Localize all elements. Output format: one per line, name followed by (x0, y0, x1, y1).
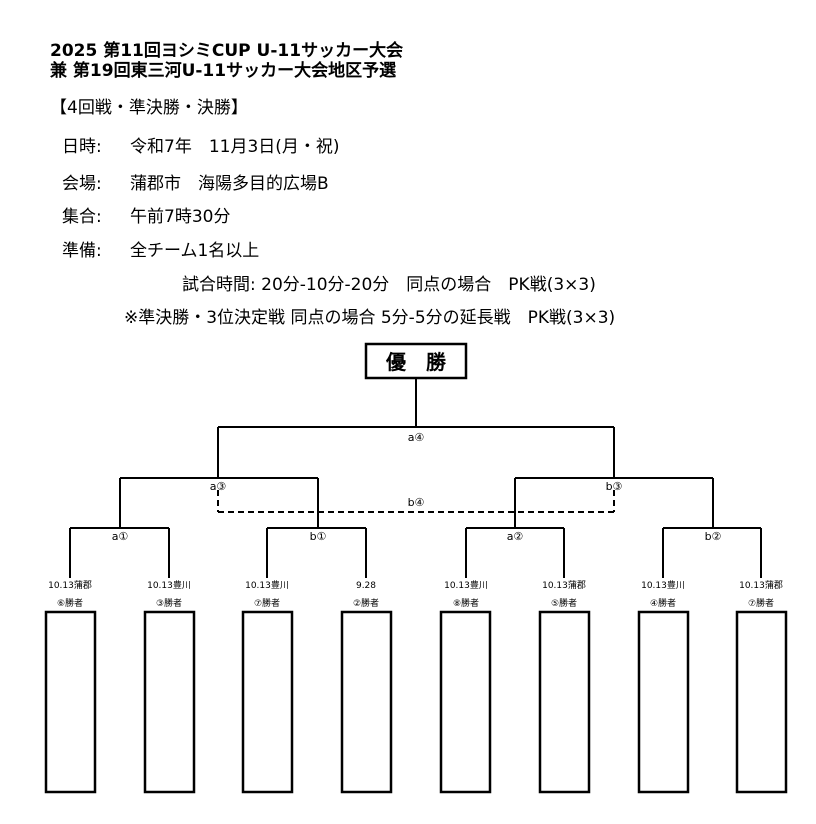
date-value: 令和7年 11月3日(月・祝) (130, 137, 340, 157)
slot-4-winner: ②勝者 (353, 597, 379, 609)
third-place-lines (217, 490, 615, 513)
rule-semifinal: ※準決勝・3位決定戦 同点の場合 5分-5分の延長戦 PK戦(3×3) (124, 308, 616, 328)
final-lines (217, 378, 615, 478)
slot-2-winner: ③勝者 (156, 597, 182, 609)
slot-4-source: 9.28 (356, 581, 376, 591)
quarterfinal-b1-label: b① (310, 530, 327, 543)
date-label: 日時: (62, 137, 102, 157)
champion-box (364, 342, 468, 380)
rule-match-time: 試合時間: 20分-10分-20分 同点の場合 PK戦(3×3) (182, 275, 596, 295)
quarterfinal-a1-label: a① (112, 530, 129, 543)
team-slot-6[interactable] (538, 610, 591, 794)
slot-8-winner: ⑦勝者 (748, 597, 774, 609)
info-prep-row: 準備: 全チーム1名以上 (62, 236, 259, 261)
venue-label: 会場: (62, 174, 102, 194)
gather-value: 午前7時30分 (130, 207, 231, 227)
slot-3-winner: ⑦勝者 (254, 597, 280, 609)
team-slot-1[interactable] (44, 610, 97, 794)
final-match-label: a④ (408, 431, 425, 444)
team-slot-8[interactable] (735, 610, 788, 794)
slot-1-winner: ⑥勝者 (57, 597, 83, 609)
gather-label: 集合: (62, 207, 102, 227)
team-slot-7[interactable] (637, 610, 690, 794)
semifinal-lines (119, 477, 714, 528)
semifinal-b-label: b③ (606, 480, 623, 493)
third-place-label: b④ (408, 496, 425, 509)
team-slot-2[interactable] (143, 610, 196, 794)
info-date-row: 日時: 令和7年 11月3日(月・祝) (62, 132, 340, 157)
info-gather-row: 集合: 午前7時30分 (62, 202, 230, 227)
title-line-1: 2025 第11回ヨシミCUP U-11サッカー大会 (50, 41, 404, 61)
info-venue-row: 会場: 蒲郡市 海陽多目的広場B (62, 169, 329, 194)
title-line-2: 兼 第19回東三河U-11サッカー大会地区予選 (50, 61, 397, 81)
team-slot-3[interactable] (241, 610, 294, 794)
quarterfinal-a2-label: a② (507, 530, 524, 543)
slot-2-source: 10.13豊川 (147, 579, 191, 591)
team-slot-5[interactable] (439, 610, 492, 794)
slot-5-winner: ⑧勝者 (453, 597, 479, 609)
quarterfinal-lines (69, 527, 762, 578)
slot-1-source: 10.13蒲郡 (48, 579, 92, 591)
venue-value: 蒲郡市 海陽多目的広場B (130, 174, 329, 194)
prep-value: 全チーム1名以上 (130, 241, 260, 261)
prep-label: 準備: (62, 241, 102, 261)
champion-label: 優 勝 (385, 350, 447, 374)
slot-6-winner: ⑤勝者 (551, 597, 577, 609)
slot-7-winner: ④勝者 (650, 597, 676, 609)
section-heading: 【4回戦・準決勝・決勝】 (50, 98, 248, 118)
slot-6-source: 10.13蒲郡 (542, 579, 586, 591)
team-slot-4[interactable] (340, 610, 393, 794)
quarterfinal-b2-label: b② (705, 530, 722, 543)
slot-5-source: 10.13豊川 (444, 579, 488, 591)
slot-8-source: 10.13蒲郡 (739, 579, 783, 591)
semifinal-a-label: a③ (210, 480, 227, 493)
slot-3-source: 10.13豊川 (245, 579, 289, 591)
slot-7-source: 10.13豊川 (641, 579, 685, 591)
